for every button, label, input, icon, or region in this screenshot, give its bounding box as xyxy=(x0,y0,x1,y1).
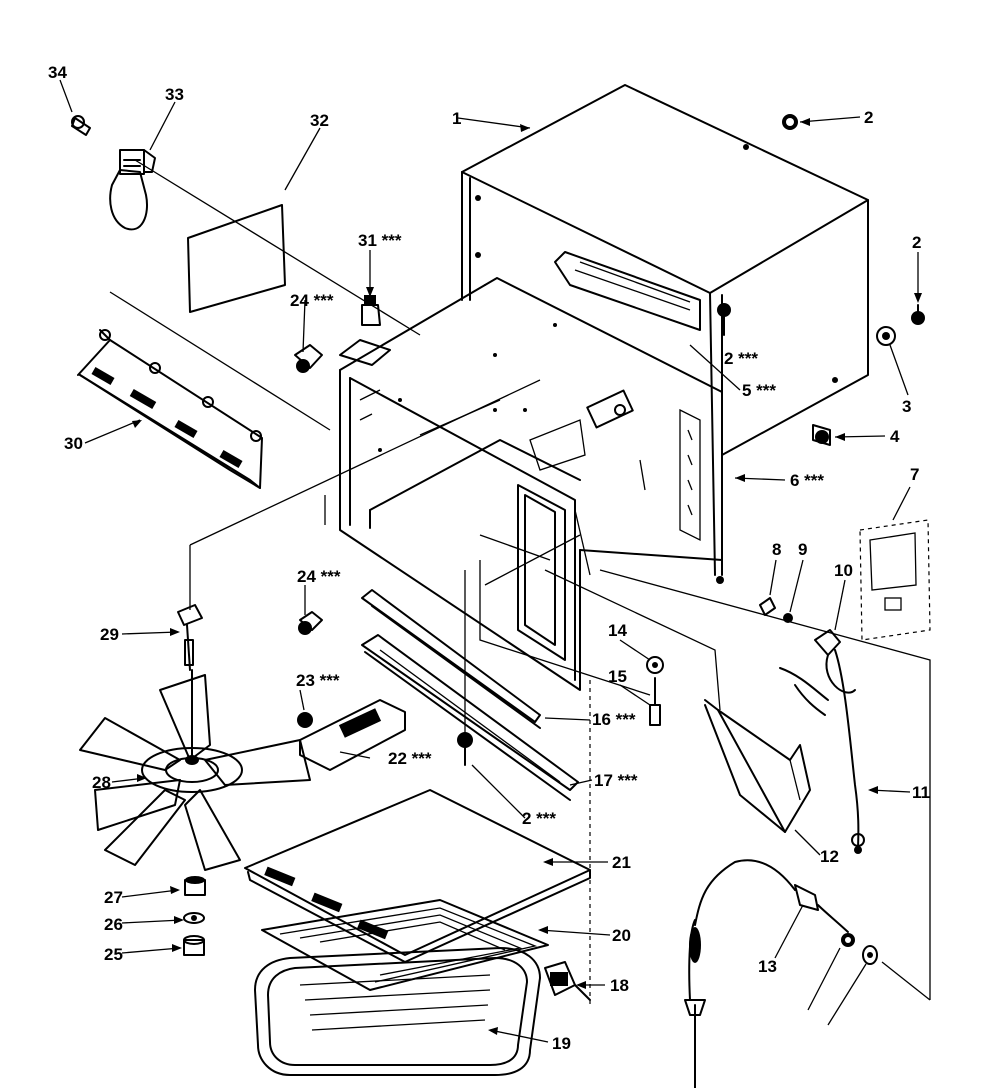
fan-motor-shaft xyxy=(177,604,203,671)
fan-hardware xyxy=(183,876,206,956)
callout-24-mid: 24 *** xyxy=(297,567,341,586)
callout-24-top: 24 *** xyxy=(290,291,334,310)
exhaust-duct xyxy=(704,699,811,833)
callout-26: 26 xyxy=(104,915,123,934)
callout-16: 16 *** xyxy=(592,710,636,729)
callout-10: 10 xyxy=(834,561,853,580)
callout-20: 20 xyxy=(612,926,631,945)
temperature-probe xyxy=(684,859,849,1088)
callout-11: 11 xyxy=(912,783,930,802)
callout-15: 15 xyxy=(608,667,627,686)
power-cord xyxy=(779,629,865,854)
callout-29: 29 xyxy=(100,625,119,644)
callout-28: 28 xyxy=(92,773,111,792)
callout-2-bottom: 2 *** xyxy=(522,809,556,828)
callout-4: 4 xyxy=(890,427,900,446)
outer-cabinet xyxy=(461,84,869,584)
callout-12: 12 xyxy=(820,847,839,866)
callout-18: 18 xyxy=(610,976,629,995)
callout-34: 34 xyxy=(48,63,67,82)
callout-2-cabinet: 2 *** xyxy=(724,349,758,368)
callout-3: 3 xyxy=(902,397,911,416)
callout-13: 13 xyxy=(758,957,777,976)
fan-blade xyxy=(79,669,311,871)
oven-liner xyxy=(339,277,723,691)
callout-23: 23 *** xyxy=(296,671,340,690)
callout-27: 27 xyxy=(104,888,123,907)
instruction-label xyxy=(859,519,931,641)
light-window-glass xyxy=(187,204,286,313)
callout-14: 14 xyxy=(608,621,627,640)
element-connector xyxy=(544,961,591,1001)
leader-lines xyxy=(109,159,931,1005)
callout-5: 5 *** xyxy=(742,381,776,400)
callout-arrows xyxy=(59,79,922,1043)
callout-8-top: 8 xyxy=(772,540,781,559)
drip-pan xyxy=(254,947,541,1076)
callout-1: 1 xyxy=(452,109,461,128)
callout-17: 17 *** xyxy=(594,771,638,790)
hardware xyxy=(294,114,925,965)
callout-labels: 1 2 2 2 *** 3 4 5 *** 6 *** 7 8 9 10 11 … xyxy=(48,63,930,1053)
oven-light-bulb xyxy=(71,115,156,231)
heater-element xyxy=(261,899,549,991)
callout-32: 32 xyxy=(310,111,329,130)
callout-6: 6 *** xyxy=(790,471,824,490)
callout-25: 25 xyxy=(104,945,123,964)
callout-7: 7 xyxy=(910,465,919,484)
callout-21: 21 xyxy=(612,853,631,872)
callout-2-right: 2 xyxy=(912,233,921,252)
control-panel-bracket xyxy=(77,329,263,489)
callout-19: 19 xyxy=(552,1034,571,1053)
callout-22: 22 *** xyxy=(388,749,432,768)
callout-30: 30 xyxy=(64,434,83,453)
callout-9-top: 9 xyxy=(798,540,807,559)
callout-2-top: 2 xyxy=(864,108,873,127)
callout-31: 31 *** xyxy=(358,231,402,250)
callout-33: 33 xyxy=(165,85,184,104)
